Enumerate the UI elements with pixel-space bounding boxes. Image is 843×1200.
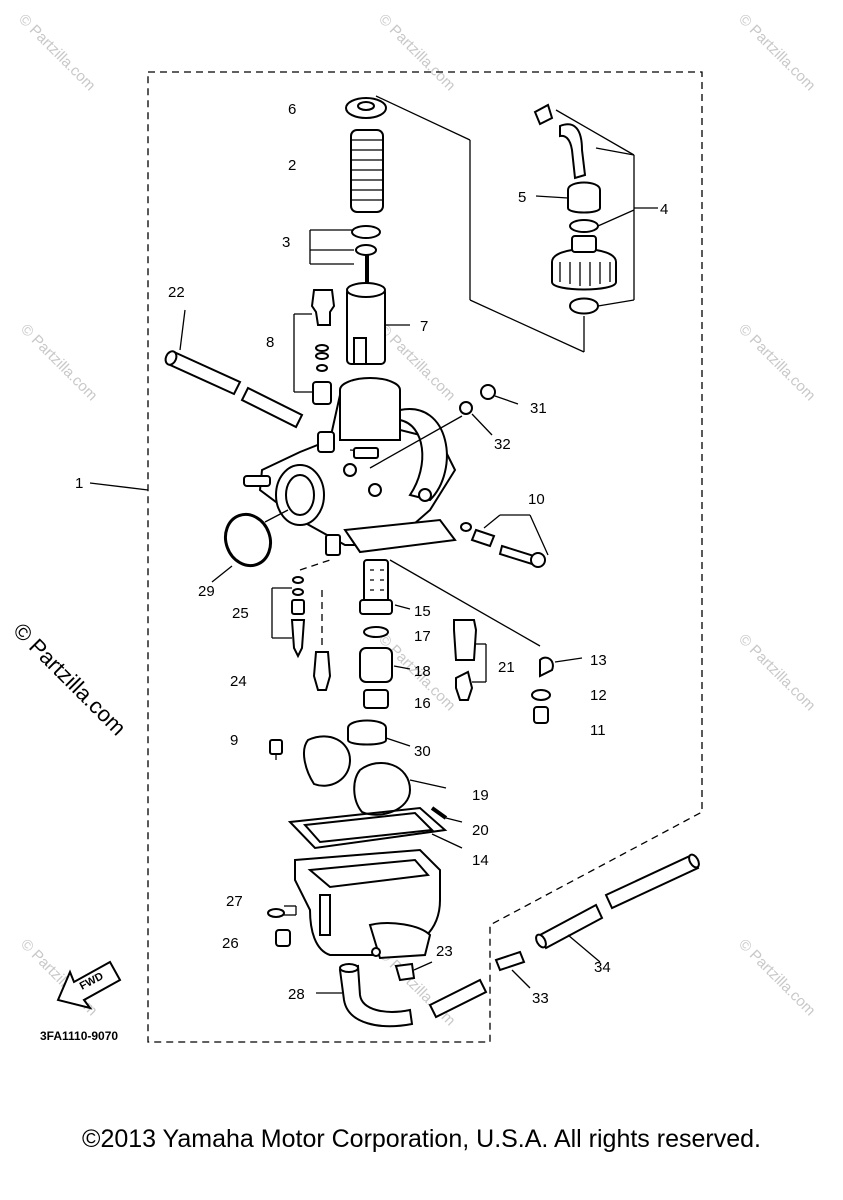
callout-7: 7 <box>420 318 428 335</box>
float-chamber <box>294 848 441 960</box>
watermark: © Partzilla.com <box>735 321 818 404</box>
o-ring-part-29 <box>211 512 273 583</box>
gasket-part-14 <box>287 806 463 850</box>
callout-19: 19 <box>472 787 489 804</box>
watermark: © Partzilla.com <box>735 631 818 714</box>
callout-2: 2 <box>288 157 296 174</box>
callout-9: 9 <box>230 732 238 749</box>
callout-20: 20 <box>472 822 489 839</box>
callout-13: 13 <box>590 652 607 669</box>
watermark: © Partzilla.com <box>17 321 100 404</box>
callout-16: 16 <box>414 695 431 712</box>
callout-32: 32 <box>494 436 511 453</box>
callout-30: 30 <box>414 743 431 760</box>
throttle-stop-screw-part-10 <box>460 514 549 568</box>
screw-part-23 <box>394 961 433 982</box>
fitting-part-33 <box>494 950 531 989</box>
cable-adjuster-part-4 <box>375 95 658 353</box>
callout-12: 12 <box>590 687 607 704</box>
watermark: © Partzilla.com <box>375 11 458 94</box>
callout-29: 29 <box>198 583 215 600</box>
float-pin-part-20 <box>430 806 448 820</box>
washer-part-12 <box>531 689 551 701</box>
callout-21: 21 <box>498 659 515 676</box>
copyright-notice: ©2013 Yamaha Motor Corporation, U.S.A. A… <box>82 1125 761 1153</box>
clip-part-3 <box>309 225 381 265</box>
forward-arrow-icon: FWD <box>56 960 122 1010</box>
watermark: © Partzilla.com <box>735 936 818 1019</box>
washer-part-6 <box>345 97 387 119</box>
baffle-part-30 <box>347 719 411 747</box>
main-jet-part-16 <box>363 689 389 709</box>
needle-jet-part-15 <box>359 559 411 615</box>
watermark-large: © Partzilla.com <box>8 618 131 741</box>
throttle-valve-part-7 <box>346 282 410 365</box>
leader-line <box>89 482 149 491</box>
drain-hose-part-28 <box>316 963 414 1028</box>
pilot-screw-part-25 <box>271 559 331 659</box>
leader-line <box>445 817 463 823</box>
callout-25: 25 <box>232 605 249 622</box>
callout-1: 1 <box>75 475 83 492</box>
callout-27: 27 <box>226 893 243 910</box>
watermark: © Partzilla.com <box>735 11 818 94</box>
float-valve-part-21 <box>453 619 487 701</box>
callout-24: 24 <box>230 673 247 690</box>
screw-part-9 <box>269 739 283 760</box>
pilot-jet-part-24 <box>312 590 332 691</box>
callout-10: 10 <box>528 491 545 508</box>
washer-part-27 <box>267 905 297 918</box>
assembly-outline <box>147 71 703 1043</box>
callout-34: 34 <box>594 959 611 976</box>
o-ring-part-17 <box>363 626 389 638</box>
needle-jet-holder-part-18 <box>359 647 411 683</box>
screw-part-11 <box>533 706 549 724</box>
callout-33: 33 <box>532 990 549 1007</box>
hose-part-34 <box>428 853 700 1019</box>
callout-8: 8 <box>266 334 274 351</box>
float-part-19 <box>303 735 447 816</box>
drain-screw-part-26 <box>275 929 291 947</box>
diagram-code: 3FA1110-9070 <box>40 1029 118 1043</box>
carburetor-body <box>243 377 457 556</box>
callout-6: 6 <box>288 101 296 118</box>
watermark: © Partzilla.com <box>15 11 98 94</box>
screw-part-31 <box>480 384 519 405</box>
callout-14: 14 <box>472 852 489 869</box>
callout-22: 22 <box>168 284 185 301</box>
washer-part-32 <box>369 401 493 469</box>
callout-4: 4 <box>660 201 668 218</box>
callout-labels: 1 2 3 4 5 6 7 8 9 10 11 12 13 14 15 16 1… <box>75 101 668 1007</box>
float-pin-plate-part-13 <box>389 559 583 678</box>
hose-part-22 <box>164 309 304 429</box>
callout-18: 18 <box>414 663 431 680</box>
air-screw-part-8 <box>293 289 336 405</box>
callout-5: 5 <box>518 189 526 206</box>
spring-part-2 <box>350 129 384 213</box>
callout-17: 17 <box>414 628 431 645</box>
callout-26: 26 <box>222 935 239 952</box>
callout-15: 15 <box>414 603 431 620</box>
callout-23: 23 <box>436 943 453 960</box>
callout-3: 3 <box>282 234 290 251</box>
callout-11: 11 <box>590 722 606 739</box>
callout-28: 28 <box>288 986 305 1003</box>
callout-31: 31 <box>530 400 547 417</box>
